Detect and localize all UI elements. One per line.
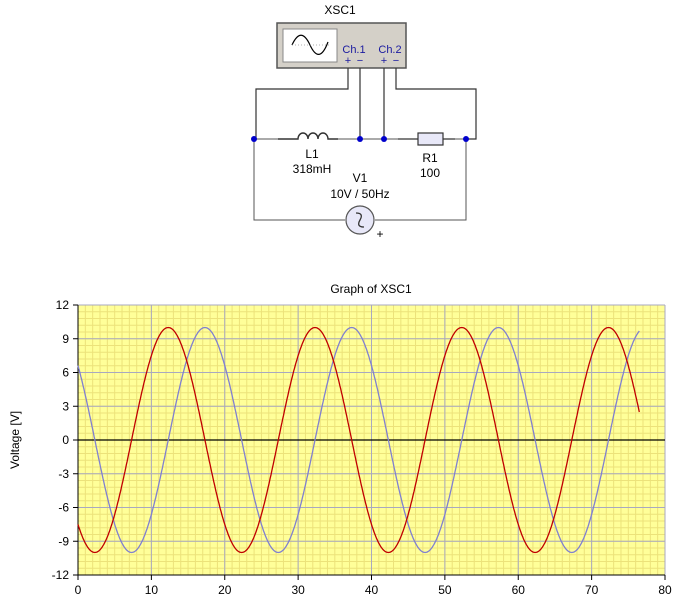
ch2-plus: + [381, 55, 387, 67]
junction-nodes [251, 136, 469, 142]
series-line-ch2 [77, 326, 640, 554]
y-tick-label: 0 [62, 433, 69, 447]
series-line-ch1 [77, 326, 640, 554]
inductor-symbol[interactable] [278, 132, 338, 140]
x-tick-label: 20 [218, 583, 232, 597]
resistor-name: R1 [422, 151, 438, 165]
y-tick-label: -9 [58, 534, 69, 548]
y-tick-label: 9 [62, 332, 69, 346]
resistor-value: 100 [420, 166, 440, 180]
inductor-name: L1 [305, 147, 319, 161]
ch2-label: Ch.2 [378, 44, 401, 56]
chart-title: Graph of XSC1 [330, 282, 412, 296]
y-tick-label: -6 [58, 501, 69, 515]
scope-name: XSC1 [324, 3, 356, 17]
x-tick-label: 40 [365, 583, 379, 597]
ch1-minus: − [357, 55, 363, 67]
x-tick-label: 30 [291, 583, 305, 597]
oscilloscope[interactable]: Ch.1 Ch.2 + − + − [276, 22, 407, 69]
source-value: 10V / 50Hz [330, 187, 389, 201]
y-tick-label: 6 [62, 366, 69, 380]
x-tick-label: 60 [512, 583, 526, 597]
x-tick-label: 80 [658, 583, 672, 597]
y-tick-label: 3 [62, 399, 69, 413]
schematic: XSC1 Ch.1 Ch.2 + − + − [251, 3, 477, 241]
x-tick-label: 50 [438, 583, 452, 597]
ch1-plus: + [345, 55, 351, 67]
wires [255, 68, 477, 140]
source-polarity: + [376, 227, 383, 241]
inductor-value: 318mH [293, 162, 332, 176]
ch2-minus: − [393, 55, 399, 67]
resistor-symbol[interactable] [417, 132, 444, 146]
ac-source-icon[interactable] [345, 205, 375, 235]
y-axis-label: Voltage [V] [8, 411, 22, 469]
x-tick-label: 0 [75, 583, 82, 597]
ch1-label: Ch.1 [342, 44, 365, 56]
y-tick-label: -12 [52, 568, 70, 582]
x-tick-label: 70 [585, 583, 599, 597]
x-tick-label: 10 [145, 583, 159, 597]
source-name: V1 [353, 171, 368, 185]
y-tick-label: 12 [56, 298, 70, 312]
y-tick-label: -3 [58, 467, 69, 481]
